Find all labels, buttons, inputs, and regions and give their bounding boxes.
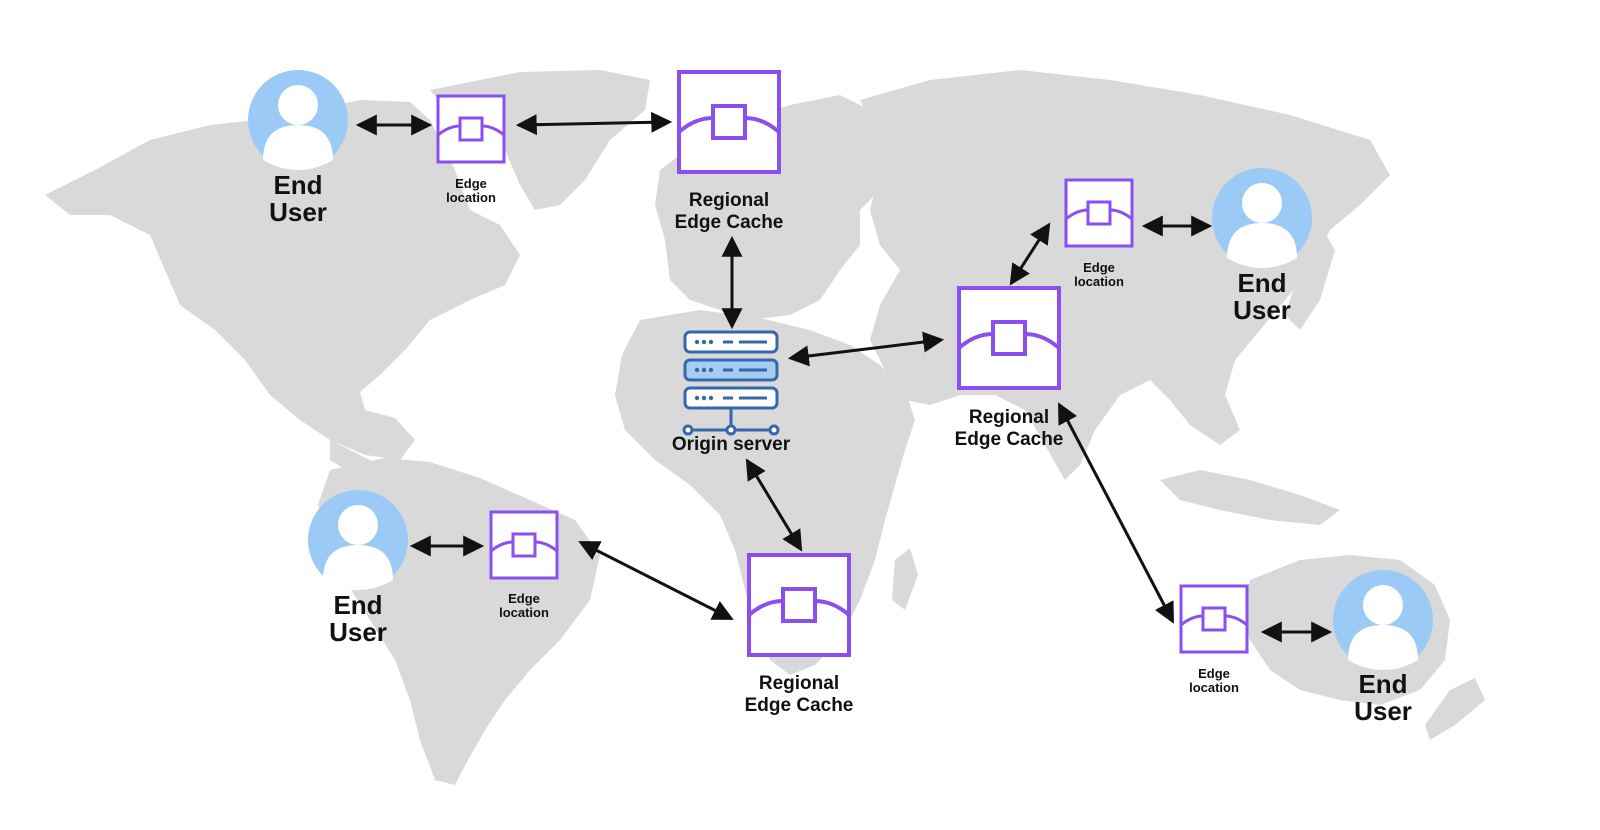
arrow-origin-to-rec-asia: [787, 331, 945, 367]
regional-edge-cache-label-line1: Regional: [688, 190, 770, 211]
regional-edge-cache-label-line1: Regional: [968, 407, 1050, 428]
southeast-asia-islands: [1160, 470, 1340, 525]
user-avatar-icon: [248, 70, 348, 170]
edge-location-label-line1: Edge: [455, 176, 487, 191]
end-user-label-line1: End: [273, 170, 323, 200]
regional-edge-cache-label-line2: Edge Cache: [954, 428, 1064, 450]
edge-location-label: Edge location: [446, 177, 496, 204]
user-avatar-icon: [1333, 570, 1433, 670]
edge-location-label-line1: Edge: [508, 591, 540, 606]
user-avatar-icon: [308, 490, 408, 590]
edge-location-icon: [436, 94, 506, 164]
end-user-label-line2: User: [1354, 696, 1412, 727]
edge-location-label: Edge location: [1189, 667, 1239, 694]
end-user-label-line2: User: [329, 617, 387, 648]
edge-location-label-line2: location: [499, 604, 549, 620]
end-user-label: End User: [329, 590, 387, 648]
end-user-label: End User: [1354, 669, 1412, 727]
edge-location-label: Edge location: [1074, 261, 1124, 288]
origin-server-label: Origin server: [671, 434, 791, 455]
regional-edge-cache-label-line1: Regional: [758, 673, 840, 694]
madagascar-landmass: [892, 548, 918, 610]
edge-location-label-line2: location: [1074, 273, 1124, 289]
end-user-label-line1: End: [1237, 268, 1287, 298]
regional-edge-cache-label-line2: Edge Cache: [744, 694, 854, 716]
edge-location-label-line2: location: [446, 189, 496, 205]
edge-location-label-line1: Edge: [1083, 260, 1115, 275]
end-user-label-line1: End: [1358, 669, 1408, 699]
north-america-landmass: [45, 100, 520, 460]
regional-edge-cache-icon: [957, 286, 1061, 390]
new-zealand-landmass: [1425, 678, 1485, 740]
edge-location-icon: [1064, 178, 1134, 248]
arrow-rec-asia-to-edge-au: [1058, 402, 1174, 624]
user-avatar-icon: [1212, 168, 1312, 268]
arrow-rec-asia-to-edge-asia: [1009, 222, 1051, 286]
regional-edge-cache-label: Regional Edge Cache: [955, 407, 1064, 451]
regional-edge-cache-icon: [677, 70, 781, 174]
regional-edge-cache-icon: [747, 553, 851, 657]
regional-edge-cache-label-line2: Edge Cache: [674, 211, 784, 233]
arrow-rec-africa-to-edge-sa: [578, 541, 734, 620]
end-user-label-line2: User: [269, 197, 327, 228]
arrow-edge-na-to-rec-europe: [515, 111, 673, 136]
arrow-origin-to-rec-africa: [745, 458, 803, 552]
edge-location-icon: [489, 510, 559, 580]
regional-edge-cache-label: Regional Edge Cache: [745, 673, 854, 717]
end-user-label: End User: [269, 170, 327, 228]
end-user-label: End User: [1233, 268, 1291, 326]
japan-landmass: [1285, 225, 1335, 330]
edge-location-icon: [1179, 584, 1249, 654]
end-user-label-line1: End: [333, 590, 383, 620]
connection-arrows: [355, 111, 1333, 643]
end-user-label-line2: User: [1233, 295, 1291, 326]
edge-location-label-line2: location: [1189, 679, 1239, 695]
edge-location-label-line1: Edge: [1198, 666, 1230, 681]
regional-edge-cache-label: Regional Edge Cache: [675, 190, 784, 234]
edge-location-label: Edge location: [499, 592, 549, 619]
server-rack-icon: [682, 330, 780, 436]
